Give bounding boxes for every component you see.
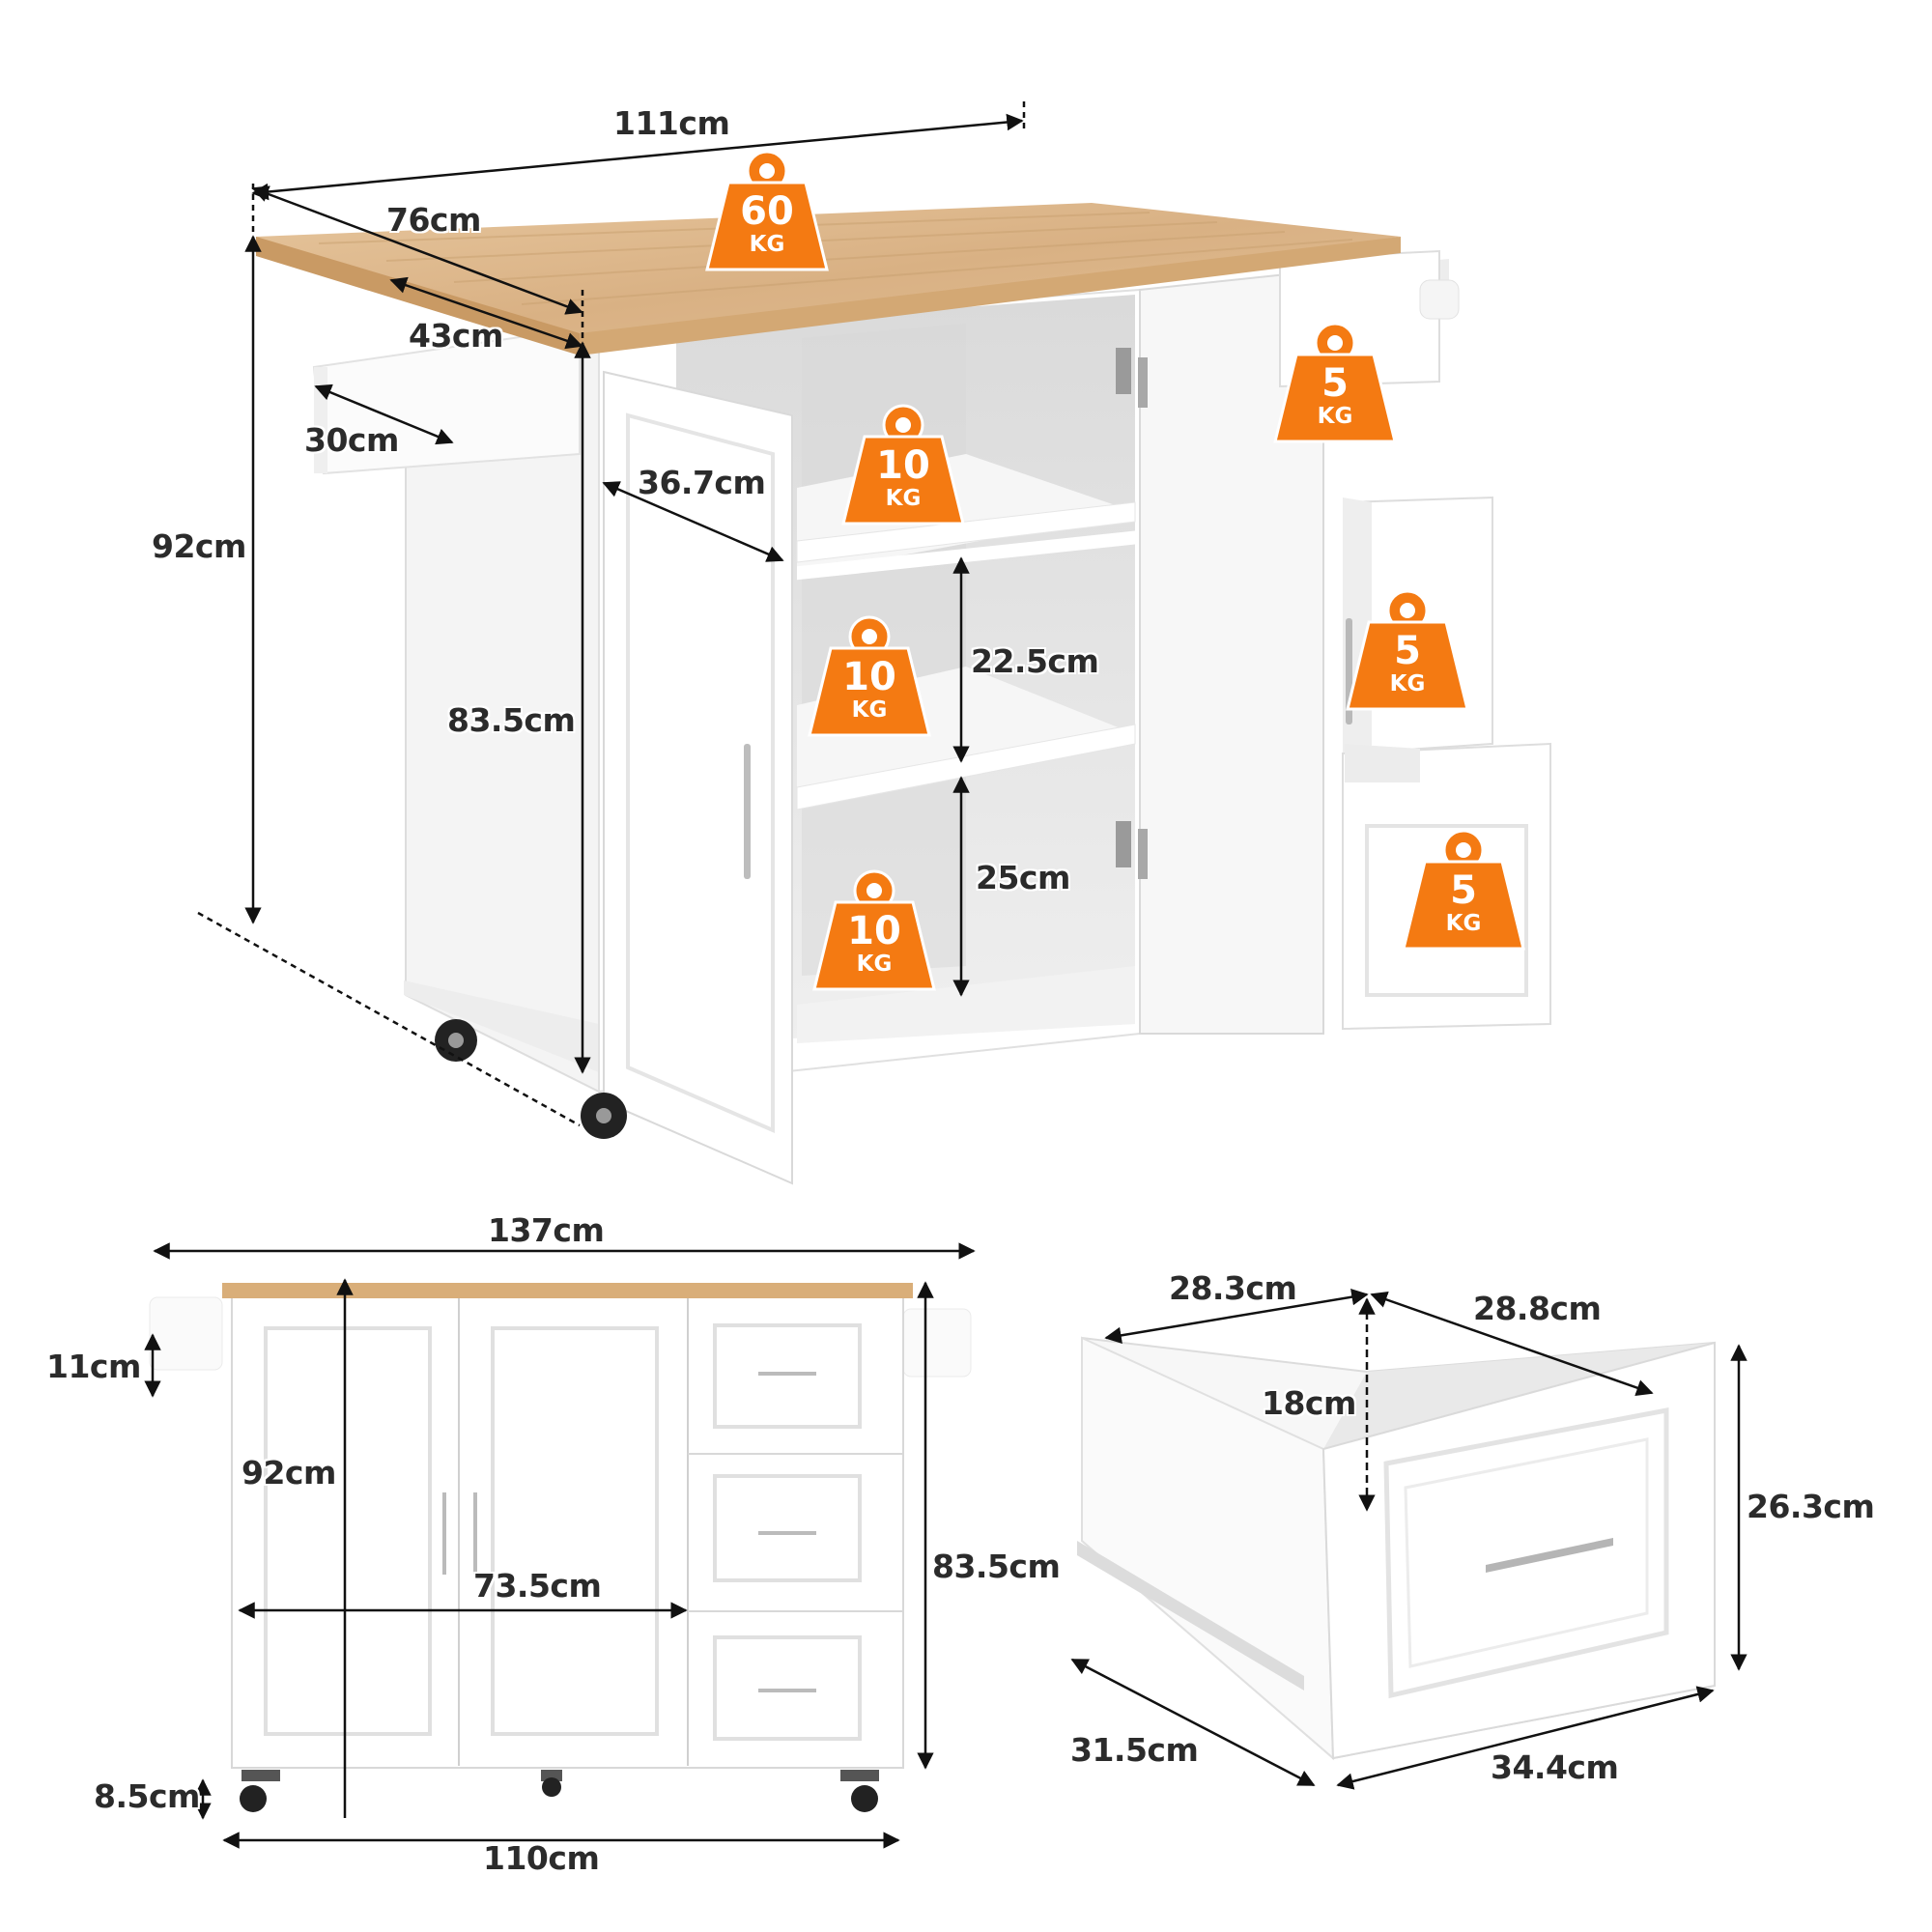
dim-drawer-outer-height: 26.3cm	[1747, 1488, 1875, 1525]
dim-body-width: 110cm	[483, 1839, 600, 1877]
dim-shelf-gap-middle: 22.5cm	[971, 642, 1099, 680]
weight-unit: KG	[1445, 911, 1482, 936]
weight-value: 10	[876, 443, 930, 488]
dim-cabinet-depth: 36.7cm	[638, 464, 766, 501]
weight-unit: KG	[749, 232, 785, 257]
main-dimension-lines	[197, 101, 1026, 1127]
weight-unit: KG	[856, 952, 893, 977]
weight-badge-drawer-middle: 5 KG	[1348, 589, 1467, 709]
dim-top-depth: 76cm	[386, 201, 481, 239]
dim-overall-width: 137cm	[488, 1211, 605, 1249]
weight-badge-middle-shelf: 10 KG	[810, 615, 929, 735]
weight-value: 5	[1321, 361, 1349, 406]
dim-total-height: 92cm	[152, 527, 246, 565]
dim-wheel-height: 8.5cm	[94, 1777, 200, 1815]
weight-badge-drawer-top: 5 KG	[1275, 322, 1395, 441]
front-dimension-lines	[144, 1242, 976, 1849]
dim-drawer-inner-height: 18cm	[1262, 1384, 1356, 1422]
weight-unit: KG	[885, 486, 922, 511]
weight-value: 5	[1394, 629, 1421, 673]
dim-drawer-inner-depth: 28.8cm	[1473, 1290, 1602, 1327]
dim-towel-rack: 30cm	[304, 421, 399, 459]
dim-top-length: 111cm	[613, 104, 730, 142]
dim-drop-leaf: 43cm	[409, 317, 503, 355]
caster-wheel-icon	[240, 1770, 879, 1812]
dim-rack-height: 11cm	[46, 1348, 141, 1385]
dim-shelf-gap-bottom: 25cm	[976, 859, 1070, 896]
dim-drawer-outer-depth: 31.5cm	[1070, 1731, 1199, 1769]
dim-drawer-outer-width: 34.4cm	[1491, 1748, 1619, 1786]
weight-unit: KG	[851, 697, 888, 723]
caster-wheel-icon	[435, 1019, 627, 1139]
weight-badge-shapes	[705, 150, 1525, 991]
weight-unit: KG	[1389, 671, 1426, 696]
weight-badge-drawer-bottom: 5 KG	[1404, 829, 1523, 949]
weight-unit: KG	[1317, 404, 1353, 429]
drawer-illustration	[1077, 1336, 1716, 1761]
hinge-icon	[1116, 348, 1148, 879]
front-cabinet-illustration	[149, 1283, 972, 1812]
weight-value: 5	[1450, 868, 1477, 913]
dim-front-cabinet-height: 83.5cm	[932, 1548, 1061, 1585]
weight-badge-bottom-shelf: 10 KG	[814, 869, 934, 989]
dim-drawer-inner-width: 28.3cm	[1169, 1269, 1297, 1307]
dim-cabinet-height: 83.5cm	[447, 701, 576, 739]
dim-door-width: 73.5cm	[473, 1567, 602, 1605]
dim-front-total-height: 92cm	[242, 1454, 336, 1492]
weight-value: 60	[740, 189, 794, 234]
drawer-dimension-lines	[1070, 1288, 1747, 1790]
weight-value: 10	[847, 909, 901, 953]
weight-badge-countertop: 60 KG	[707, 150, 827, 270]
weight-badge-top-shelf: 10 KG	[843, 404, 963, 524]
weight-value: 10	[842, 655, 896, 699]
